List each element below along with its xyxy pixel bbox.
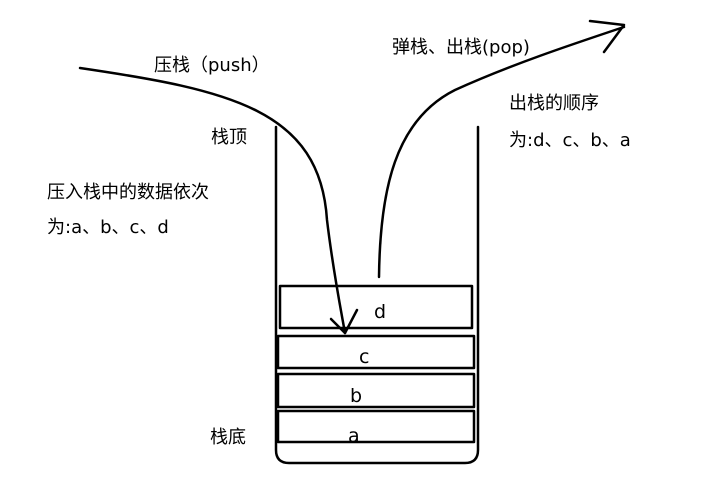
stack-item-label-a: a (348, 425, 360, 447)
stack-item-label-c: c (359, 346, 369, 368)
push-order-line-2: 为:a、b、c、d (47, 217, 169, 238)
push-order-line-1: 压入栈中的数据依次 (47, 182, 209, 203)
pop-order-line-1: 出栈的顺序 (509, 93, 599, 114)
pop-arrowhead (588, 19, 626, 54)
stack-top-label: 栈顶 (211, 127, 247, 148)
push-label: 压栈（push） (154, 55, 270, 76)
stack-item-label-b: b (350, 385, 362, 407)
pop-arrow (377, 25, 626, 279)
pop-label: 弹栈、出栈(pop) (392, 37, 530, 58)
stack-item-box-c (276, 334, 476, 370)
pop-order-line-2: 为:d、c、b、a (509, 130, 631, 151)
push-arrow (78, 66, 347, 335)
stack-item-box-b (276, 372, 476, 409)
stack-bottom-label: 栈底 (210, 427, 246, 448)
stack-item-label-d: d (374, 301, 386, 323)
stack-item-box-a (276, 409, 476, 444)
push-arrowhead (329, 308, 359, 335)
stack-item-box-d (278, 284, 474, 330)
stack-container (274, 125, 480, 465)
